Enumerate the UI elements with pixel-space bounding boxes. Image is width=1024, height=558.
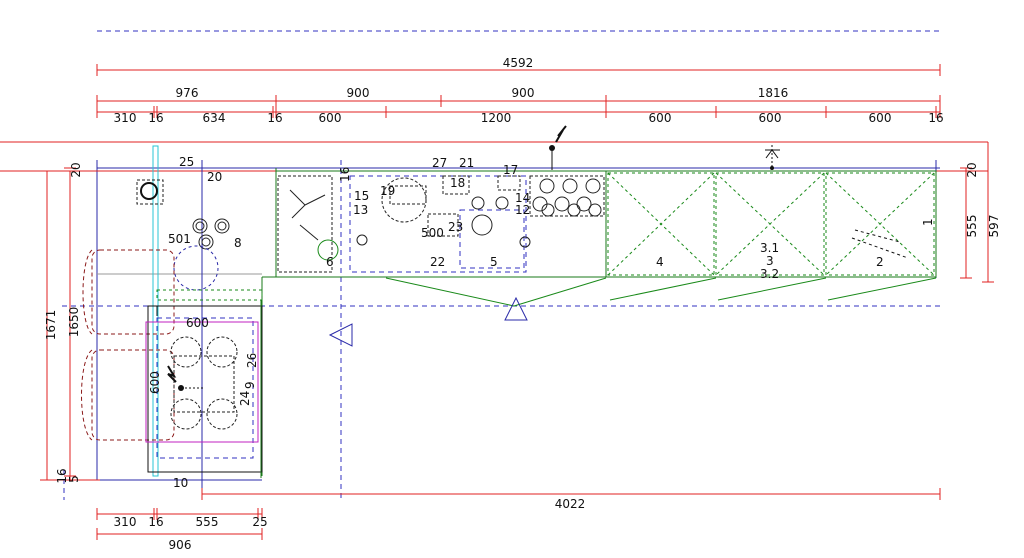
- dim-group-2: 900: [347, 86, 370, 100]
- ceiling-light-icon: [765, 145, 780, 170]
- label-600-vertical: 600: [148, 371, 162, 394]
- label-19: 19: [380, 184, 395, 198]
- label-8: 8: [234, 236, 242, 250]
- label-24: 24: [238, 391, 252, 406]
- dimension-left: 1671 1650 20 16 5: [40, 162, 100, 484]
- label-500: 500: [421, 226, 444, 240]
- dim-group-3: 900: [512, 86, 535, 100]
- label-3-1: 3.1: [760, 241, 779, 255]
- dim-bottom-part-2: 16: [148, 515, 163, 529]
- label-16: 16: [338, 167, 352, 182]
- dim-left-bottom-b: 5: [67, 475, 81, 483]
- dimension-bottom-total: 906: [96, 528, 263, 552]
- label-27: 27: [432, 156, 447, 170]
- label-5: 5: [490, 255, 498, 269]
- dimension-right: 20 555 597: [960, 162, 1001, 283]
- dim-left-inner: 1650: [67, 307, 81, 338]
- label-23: 23: [448, 220, 463, 234]
- label-3: 3: [766, 254, 774, 268]
- label-17: 17: [503, 163, 518, 177]
- label-15: 15: [354, 189, 369, 203]
- dim-part-8: 600: [759, 111, 782, 125]
- chairs: [81, 249, 175, 441]
- dim-part-9: 600: [869, 111, 892, 125]
- label-4: 4: [656, 255, 664, 269]
- label-600: 600: [186, 316, 209, 330]
- dim-part-10: 16: [928, 111, 943, 125]
- label-14: 14: [515, 191, 530, 205]
- dim-part-1: 310: [114, 111, 137, 125]
- label-22: 22: [430, 255, 445, 269]
- dim-right-total: 597: [987, 215, 1001, 238]
- dim-group-1: 976: [176, 86, 199, 100]
- dim-part-6: 1200: [481, 111, 512, 125]
- dim-total-label: 4592: [503, 56, 534, 70]
- item-labels: 25 20 501 8 6 15 13 19 16 27 21 17 18 14…: [148, 155, 935, 490]
- dim-right-depth: 555: [965, 215, 979, 238]
- label-10: 10: [173, 476, 188, 490]
- label-18: 18: [450, 176, 465, 190]
- dimension-total-row: 4592: [96, 56, 941, 76]
- dim-part-5: 600: [319, 111, 342, 125]
- label-26: 26: [245, 353, 259, 368]
- dimension-bottom-run: 4022: [201, 488, 941, 511]
- label-501: 501: [168, 232, 191, 246]
- dim-part-4: 16: [267, 111, 282, 125]
- dimension-group-row: 976 900 900 1816: [96, 86, 941, 107]
- view-direction-triangle-icon: [504, 296, 528, 321]
- electrical-outlet-icon: [167, 365, 204, 391]
- dim-bottom-total: 906: [169, 538, 192, 552]
- dim-part-7: 600: [649, 111, 672, 125]
- left-cabinet: [136, 179, 263, 301]
- tall-panel: [152, 145, 159, 477]
- label-3-2: 3.2: [760, 267, 779, 281]
- dim-bottom-part-3: 555: [196, 515, 219, 529]
- dim-part-3: 634: [203, 111, 226, 125]
- label-20: 20: [207, 170, 222, 184]
- dim-group-4: 1816: [758, 86, 789, 100]
- electrical-outlet-icon: [549, 125, 567, 170]
- label-1: 1: [921, 218, 935, 226]
- door-swings: [385, 277, 937, 307]
- dim-bottom-run: 4022: [555, 497, 586, 511]
- dim-left-outer: 1671: [44, 310, 58, 341]
- dim-left-top: 20: [69, 162, 83, 177]
- sink-area: [277, 175, 605, 273]
- label-21: 21: [459, 156, 474, 170]
- wall-cabinets: [607, 172, 935, 276]
- dim-left-bottom-a: 16: [55, 468, 69, 483]
- cooktop-island: [145, 300, 263, 478]
- label-9: 9: [243, 381, 257, 389]
- label-12: 12: [515, 203, 530, 217]
- dim-bottom-part-1: 310: [114, 515, 137, 529]
- dimension-part-row: 310 16 634 16 600 1200 600 600 600 16: [96, 106, 944, 125]
- label-13: 13: [353, 203, 368, 217]
- dim-right-top: 20: [965, 162, 979, 177]
- dim-bottom-part-4: 25: [252, 515, 267, 529]
- view-direction-triangle-icon: [328, 323, 353, 347]
- dim-part-2: 16: [148, 111, 163, 125]
- dimension-bottom-parts: 310 16 555 25: [96, 508, 268, 529]
- label-25: 25: [179, 155, 194, 169]
- label-2: 2: [876, 255, 884, 269]
- label-6: 6: [326, 255, 334, 269]
